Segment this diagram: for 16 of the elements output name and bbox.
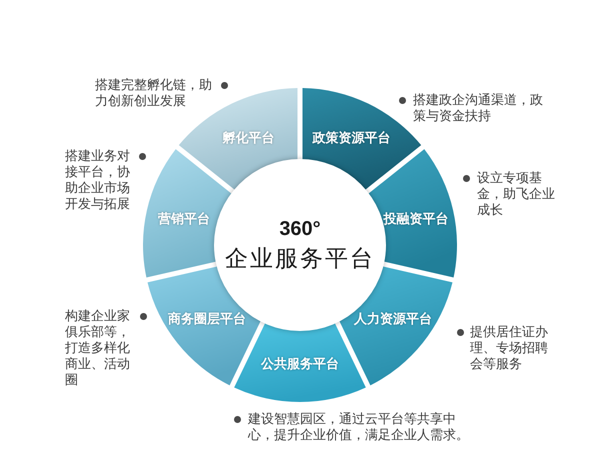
segment-label: 孵化平台 — [222, 130, 274, 146]
segment-label: 商务圈层平台 — [168, 311, 246, 328]
segment-label: 政策资源平台 — [312, 130, 391, 146]
description-text: 提供居住证办理、专场招聘会等服务 — [470, 324, 549, 372]
center-title: 企业服务平台 — [225, 244, 375, 273]
description-text: 搭建业务对接平台，协助企业市场开发与拓展 — [65, 148, 131, 212]
description-text: 建设智慧园区，通过云平台等共享中心，提升企业价值，满足企业人需求。 — [248, 411, 470, 443]
description-text: 搭建政企沟通渠道，政策与资金扶持 — [413, 92, 544, 124]
segment-label: 投融资平台 — [384, 210, 449, 227]
center-heading: 360° — [279, 216, 321, 242]
segment-label: 公共服务平台 — [261, 356, 339, 372]
description-text: 构建企业家俱乐部等，打造多样化商业、活动圈 — [65, 308, 131, 388]
segment-label: 人力资源平台 — [354, 311, 432, 328]
description-text: 搭建完整孵化链，助力创新创业发展 — [95, 77, 213, 109]
segment-label: 营销平台 — [158, 210, 210, 227]
description-text: 设立专项基金，助飞企业成长 — [477, 170, 556, 218]
